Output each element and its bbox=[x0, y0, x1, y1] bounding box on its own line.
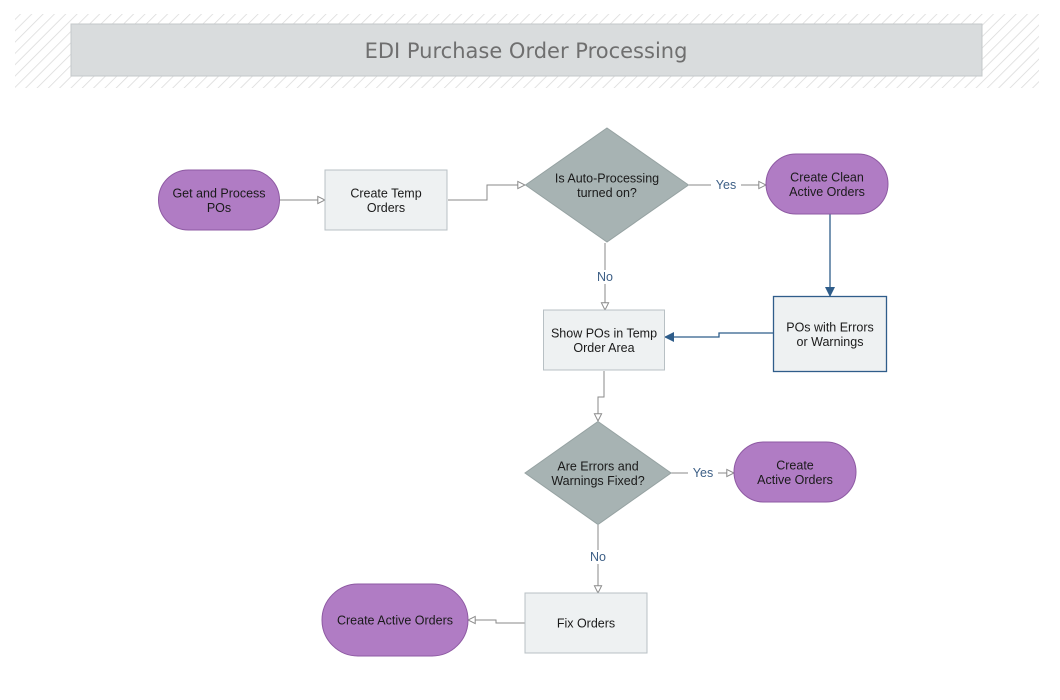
node-label-line: POs with Errors bbox=[786, 320, 874, 334]
connector-create-temp-orders-to-auto-processing bbox=[448, 185, 525, 201]
terminal-shape bbox=[158, 169, 280, 231]
node-label-line: Fix Orders bbox=[557, 617, 615, 631]
connector-show-pos-temp-to-errors-fixed bbox=[598, 371, 605, 421]
node-label-line: Get and Process bbox=[172, 186, 265, 200]
terminal-shape bbox=[765, 153, 889, 215]
edge-label-no: No bbox=[590, 550, 606, 564]
node-label-line: Active Orders bbox=[757, 473, 833, 487]
diagram-title: EDI Purchase Order Processing bbox=[365, 39, 688, 63]
connector-fix-orders-to-create-active-left bbox=[468, 620, 525, 623]
decision-shape bbox=[524, 127, 690, 243]
edge-label-no: No bbox=[597, 270, 613, 284]
node-label-line: Active Orders bbox=[789, 185, 865, 199]
connector-pos-with-errors-to-show-pos-temp bbox=[664, 332, 774, 342]
node-label-line: or Warnings bbox=[797, 335, 864, 349]
edge-label-background bbox=[711, 178, 741, 192]
edge-label-background bbox=[594, 270, 616, 284]
process-shape bbox=[324, 169, 448, 231]
node-label-line: turned on? bbox=[577, 186, 637, 200]
title-banner: EDI Purchase Order Processing bbox=[15, 14, 1039, 88]
node-create-active-left[interactable]: Create Active Orders bbox=[321, 583, 469, 657]
edge-label-background bbox=[688, 466, 718, 480]
node-label-line: Order Area bbox=[573, 341, 634, 355]
edge-label-background bbox=[587, 550, 609, 564]
node-label-line: Create Clean bbox=[790, 170, 864, 184]
edge-label-yes: Yes bbox=[693, 466, 713, 480]
node-label-line: Is Auto-Processing bbox=[555, 171, 659, 185]
node-label-line: Are Errors and bbox=[557, 459, 638, 473]
terminal-shape bbox=[321, 583, 469, 657]
node-label-line: Orders bbox=[367, 201, 405, 215]
node-label-line: Create Active Orders bbox=[337, 614, 453, 628]
edges-layer bbox=[280, 185, 835, 623]
node-label-line: Show POs in Temp bbox=[551, 326, 657, 340]
node-label-line: Create bbox=[776, 458, 814, 472]
node-label-line: POs bbox=[207, 201, 231, 215]
process-shape bbox=[524, 592, 648, 654]
process-shape bbox=[772, 295, 888, 373]
decision-shape bbox=[524, 420, 672, 526]
edge-label-yes: Yes bbox=[716, 178, 736, 192]
node-fix-orders[interactable]: Fix Orders bbox=[524, 592, 648, 654]
process-shape bbox=[543, 309, 665, 371]
node-label-line: Create Temp bbox=[350, 186, 421, 200]
terminal-shape bbox=[733, 441, 857, 503]
node-label-line: Warnings Fixed? bbox=[551, 474, 644, 488]
